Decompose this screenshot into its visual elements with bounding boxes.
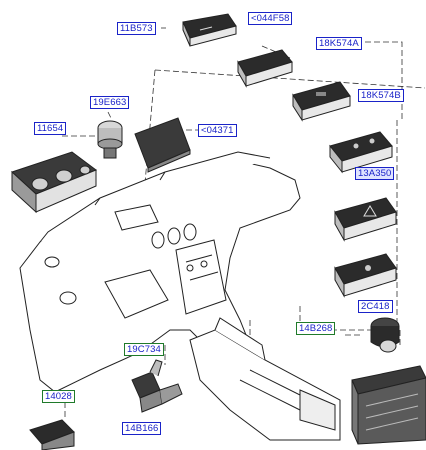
headlamp-switch-11654 — [11, 151, 98, 214]
callout-044f58[interactable]: <044F58 — [248, 12, 293, 25]
callout-14b166[interactable]: 14B166 — [122, 422, 162, 435]
climate-control-module — [351, 365, 426, 445]
cover-panel-04371 — [134, 117, 191, 173]
switch-2c418 — [334, 253, 397, 298]
callout-18k574b[interactable]: 18K574B — [358, 89, 404, 102]
switch-11b573 — [182, 13, 237, 47]
switch-13a350-hazard — [334, 197, 397, 242]
callout-04371[interactable]: <04371 — [198, 124, 237, 137]
ignition-switch-19c734 — [131, 359, 183, 413]
callout-19e663[interactable]: 19E663 — [90, 96, 130, 109]
center-console — [189, 317, 341, 441]
switch-18k574b — [329, 131, 393, 174]
socket-14b268 — [370, 317, 400, 353]
switch-044f58 — [237, 49, 293, 88]
callout-11b573[interactable]: 11B573 — [117, 22, 156, 35]
callout-13a350[interactable]: 13A350 — [355, 167, 395, 180]
switch-18k574a — [292, 81, 351, 122]
callout-11654[interactable]: 11654 — [34, 122, 67, 135]
knob-19e663 — [97, 120, 123, 159]
module-14028 — [29, 419, 75, 450]
callout-19c734[interactable]: 19C734 — [124, 343, 164, 356]
callout-2c418[interactable]: 2C418 — [358, 300, 393, 313]
callout-14028[interactable]: 14028 — [42, 390, 75, 403]
callout-18k574a[interactable]: 18K574A — [316, 37, 362, 50]
callout-14b268[interactable]: 14B268 — [296, 322, 336, 335]
